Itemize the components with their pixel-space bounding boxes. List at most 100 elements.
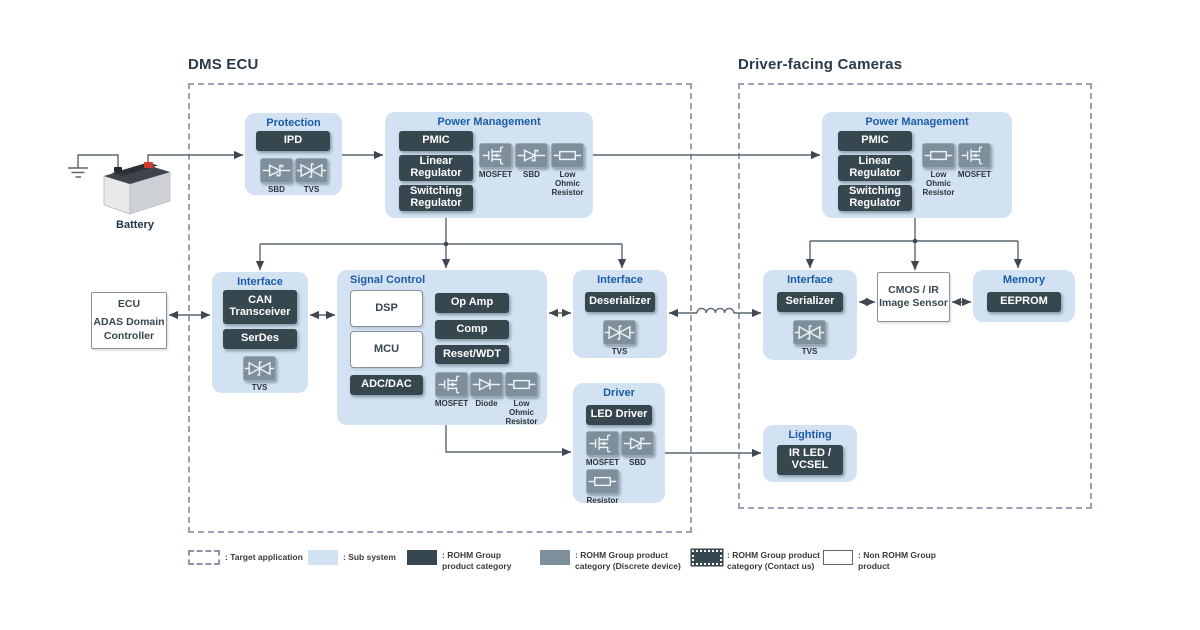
driver-title: Driver: [603, 387, 635, 399]
cmos-line1: CMOS / IR: [888, 283, 939, 296]
discrete-label: MOSFET: [585, 458, 620, 467]
discrete-label: Low Ohmic Resistor: [505, 399, 538, 427]
interface-left-panel: Interface CAN Transceiver SerDes TVS: [212, 272, 308, 393]
product-dsp: DSP: [350, 290, 423, 327]
legend-discrete-label: : ROHM Group product category (Discrete …: [575, 550, 681, 572]
legend-contact-swatch: [692, 550, 722, 565]
discrete-label: SBD: [523, 170, 540, 179]
product-comp: Comp: [435, 320, 509, 339]
legend-rohm-swatch: [407, 550, 437, 565]
battery-illustration: [103, 162, 171, 215]
product-reset-wdt: Reset/WDT: [435, 345, 509, 364]
dms-ecu-zone: [188, 83, 692, 533]
tvs-diode-icon: [243, 356, 276, 381]
discrete-mosfet: MOSFET: [435, 372, 468, 408]
interface-deserializer-panel: Interface Deserializer TVS: [573, 270, 667, 358]
discrete-label: Diode: [475, 399, 498, 408]
mosfet-icon: [435, 372, 468, 397]
product-switching-regulator: Switching Regulator: [399, 185, 473, 211]
discrete-mosfet: MOSFET: [586, 431, 619, 467]
ecu-line1: ECU: [117, 298, 141, 311]
discrete-label: TVS: [303, 185, 320, 194]
cameras-zone: [738, 83, 1092, 509]
discrete-diode: Diode: [470, 372, 503, 408]
discrete-label: TVS: [251, 383, 268, 392]
protection-panel-title: Protection: [266, 117, 321, 129]
battery-label: Battery: [116, 219, 154, 231]
discrete-sbd: SBD: [515, 143, 548, 179]
signal-control-title: Signal Control: [350, 274, 426, 286]
discrete-label: TVS: [801, 347, 818, 356]
sbd-diode-icon: [515, 143, 548, 168]
ecu-adas-box: ECU ADAS Domain Controller: [91, 292, 167, 349]
discrete-label: SBD: [629, 458, 646, 467]
product-ipd: IPD: [256, 131, 330, 151]
product-linear-regulator: Linear Regulator: [838, 155, 912, 181]
discrete-label: Low Ohmic Resistor: [922, 170, 955, 198]
discrete-label: TVS: [611, 347, 628, 356]
lighting-panel: Lighting IR LED / VCSEL: [763, 425, 857, 482]
legend-target-label: : Target application: [225, 552, 303, 562]
discrete-label: Resistor: [586, 496, 619, 505]
resistor-icon: [586, 469, 619, 494]
resistor-icon: [551, 143, 584, 168]
discrete-tvs: TVS: [603, 320, 636, 356]
product-ir-led-vcsel: IR LED / VCSEL: [777, 445, 843, 475]
product-can-transceiver: CAN Transceiver: [223, 290, 297, 324]
dms-ecu-title: DMS ECU: [188, 56, 259, 73]
discrete-tvs: TVS: [793, 320, 826, 356]
discrete-label: SBD: [268, 185, 285, 194]
interface-serializer-panel: Interface Serializer TVS: [763, 270, 857, 360]
power-management-right-panel: Power Management PMIC Linear Regulator S…: [822, 112, 1012, 218]
legend-subsystem-label: : Sub system: [343, 552, 396, 562]
product-deserializer: Deserializer: [585, 292, 655, 312]
discrete-sbd: SBD: [621, 431, 654, 467]
sbd-diode-icon: [260, 158, 293, 183]
product-linear-regulator: Linear Regulator: [399, 155, 473, 181]
legend-subsystem-swatch: [308, 550, 338, 565]
cmos-ir-image-sensor-box: CMOS / IR Image Sensor: [877, 272, 950, 322]
product-adc-dac: ADC/DAC: [350, 375, 423, 395]
product-mcu: MCU: [350, 331, 423, 368]
legend-non-rohm-label: : Non ROHM Group product: [858, 550, 936, 572]
discrete-low-ohmic-resistor: Low Ohmic Resistor: [551, 143, 584, 198]
product-serializer: Serializer: [777, 292, 843, 312]
legend-discrete-swatch: [540, 550, 570, 565]
driver-panel: Driver LED Driver MOSFET SBD Resistor: [573, 383, 665, 505]
discrete-label: Low Ohmic Resistor: [551, 170, 584, 198]
discrete-low-ohmic-resistor: Low Ohmic Resistor: [922, 143, 955, 198]
legend-target-swatch: [188, 550, 220, 565]
mosfet-icon: [586, 431, 619, 456]
product-led-driver: LED Driver: [586, 405, 652, 425]
discrete-label: MOSFET: [957, 170, 992, 179]
diode-icon: [470, 372, 503, 397]
legend-non-rohm-swatch: [823, 550, 853, 565]
discrete-tvs: TVS: [295, 158, 328, 194]
ecu-line2: ADAS Domain Controller: [93, 316, 165, 342]
cmos-line2: Image Sensor: [879, 297, 948, 309]
tvs-diode-icon: [793, 320, 826, 345]
cameras-title: Driver-facing Cameras: [738, 56, 903, 73]
product-op-amp: Op Amp: [435, 293, 509, 313]
tvs-diode-icon: [295, 158, 328, 183]
discrete-mosfet: MOSFET: [479, 143, 512, 179]
pm-right-title: Power Management: [865, 116, 969, 128]
signal-control-panel: Signal Control DSP MCU ADC/DAC Op Amp Co…: [337, 270, 547, 427]
resistor-icon: [922, 143, 955, 168]
protection-panel: Protection IPD SBD TVS: [245, 113, 342, 195]
discrete-low-ohmic-resistor: Low Ohmic Resistor: [505, 372, 538, 427]
lighting-title: Lighting: [788, 429, 832, 441]
memory-panel: Memory EEPROM: [973, 270, 1075, 322]
interface-left-title: Interface: [237, 276, 283, 288]
pm-left-title: Power Management: [437, 116, 541, 128]
interface-ser-title: Interface: [787, 274, 833, 286]
discrete-label: MOSFET: [434, 399, 469, 408]
discrete-sbd: SBD: [260, 158, 293, 194]
product-switching-regulator: Switching Regulator: [838, 185, 912, 211]
interface-deser-title: Interface: [597, 274, 643, 286]
product-pmic: PMIC: [838, 131, 912, 151]
power-management-left-panel: Power Management PMIC Linear Regulator S…: [385, 112, 593, 218]
legend-contact-label: : ROHM Group product category (Contact u…: [727, 550, 821, 572]
